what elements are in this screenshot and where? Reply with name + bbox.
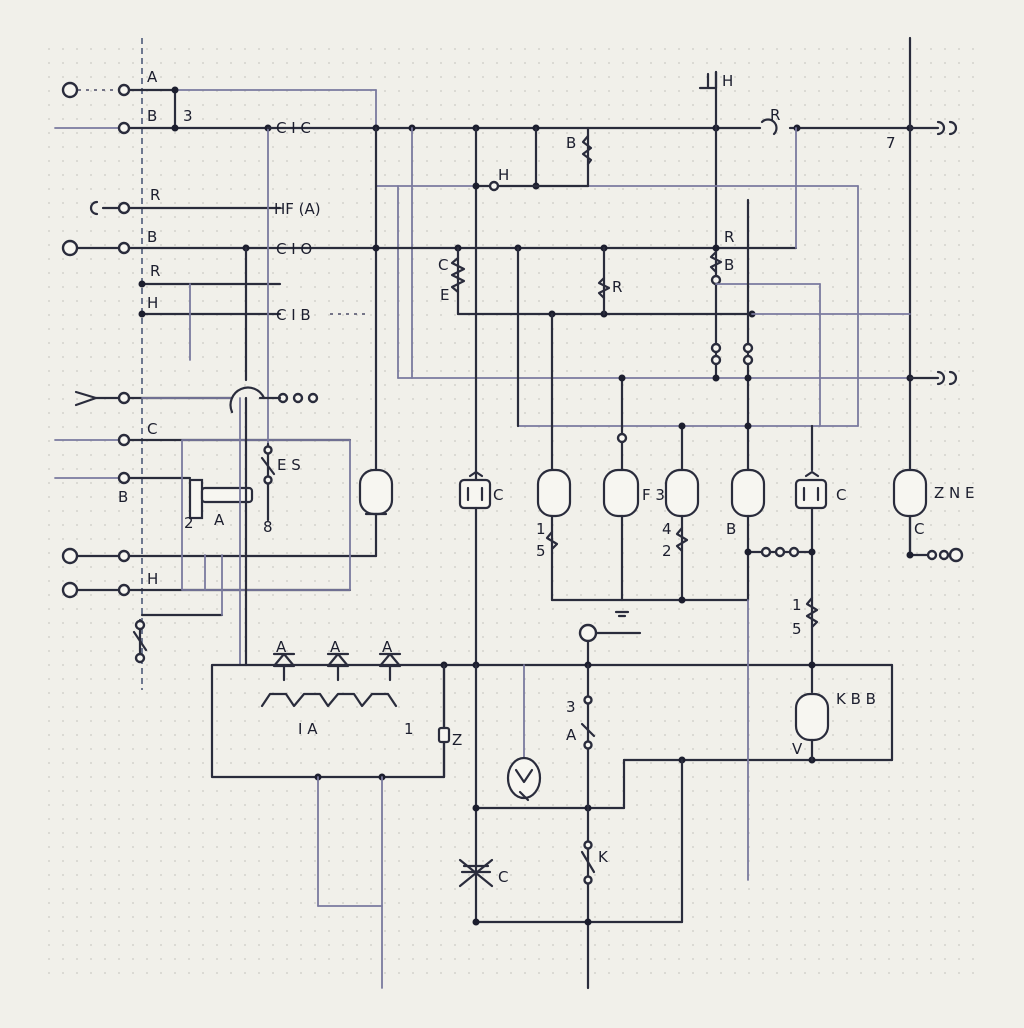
diode-3	[378, 652, 402, 682]
label-h-mid: H	[498, 166, 509, 184]
label-ia: I A	[298, 720, 318, 738]
label-r-mid: R	[612, 278, 622, 296]
label-1: 1	[536, 520, 546, 538]
label-7: 7	[886, 134, 896, 152]
diode-2	[326, 652, 350, 682]
label-h: H	[147, 294, 158, 312]
coil-5	[730, 468, 766, 602]
label-kbb: K B B	[836, 690, 876, 708]
label-r-right: R	[724, 228, 734, 246]
terminal-b2[interactable]	[61, 239, 79, 257]
label-c1c: C I C	[276, 119, 311, 137]
resistor-15-icon	[805, 596, 819, 629]
capacitor-2	[794, 470, 828, 694]
label-th: H	[722, 72, 733, 90]
label-c-cap1: C	[493, 486, 503, 504]
label-a-relay: A	[214, 511, 225, 529]
capacitor-1	[458, 470, 492, 667]
label-8: 8	[263, 518, 273, 536]
capacitor-bottom	[458, 858, 494, 888]
terminal-h[interactable]	[61, 581, 79, 599]
label-1-small: 1	[404, 720, 414, 738]
coil-3	[602, 468, 640, 602]
label-hf-a: HF (A)	[274, 200, 321, 218]
coil-kbb	[794, 692, 830, 762]
label-2: 2	[662, 542, 672, 560]
label-c-bottom: C	[498, 868, 508, 886]
label-c1b: C I B	[276, 306, 311, 324]
resistor-r-mid-icon	[597, 276, 611, 300]
output-jack-icon	[936, 120, 958, 136]
top-h-connector-icon	[698, 70, 718, 90]
label-b3: B	[118, 488, 128, 506]
label-diode-a1: A	[276, 638, 287, 656]
label-e-coil: E	[440, 286, 449, 304]
diode-1	[272, 652, 296, 682]
label-c-cap2: C	[836, 486, 846, 504]
resistor-rb-icon	[709, 250, 723, 274]
label-a: A	[147, 68, 158, 86]
label-b-right: B	[724, 256, 734, 274]
label-5b: 5	[792, 620, 802, 638]
jack-icon	[89, 200, 99, 216]
coil-4	[664, 468, 700, 602]
label-5: 5	[536, 542, 546, 560]
label-4: 4	[662, 520, 672, 538]
label-b-switch: B	[566, 134, 576, 152]
label-3-low: 3	[566, 698, 576, 716]
label-c-left: C	[147, 420, 157, 438]
label-h2: H	[147, 570, 158, 588]
coil-right	[892, 468, 928, 557]
label-v: V	[792, 740, 803, 758]
label-c10: C I O	[276, 240, 312, 258]
coil-2	[536, 468, 572, 602]
labels: A B 3 C I C R HF (A) B C I O R H C I B C…	[118, 68, 975, 886]
label-2-small: 2	[184, 514, 194, 532]
switch-b-icon	[581, 134, 593, 166]
terminal-a[interactable]	[61, 81, 79, 99]
label-diode-a2: A	[330, 638, 341, 656]
label-a-low: A	[566, 726, 577, 744]
label-3: 3	[183, 107, 193, 125]
label-b2: B	[147, 228, 157, 246]
crystal-oscillator	[506, 756, 542, 802]
coil-left	[358, 468, 394, 558]
ground-terminal[interactable]	[578, 623, 598, 643]
terminal-b[interactable]	[117, 121, 131, 135]
label-diode-a3: A	[382, 638, 393, 656]
label-z: Z	[452, 731, 462, 749]
label-es: E S	[277, 456, 301, 474]
relay-enclosure	[181, 439, 351, 591]
label-zne: Z N E	[934, 484, 975, 502]
label-c-right: C	[914, 520, 924, 538]
label-1b: 1	[792, 596, 802, 614]
label-r-top: R	[770, 106, 780, 124]
label-b-coil: B	[726, 520, 736, 538]
label-k: K	[598, 848, 609, 866]
label-c-coil: C	[438, 256, 448, 274]
label-b: B	[147, 107, 157, 125]
output-jack-2-icon	[936, 370, 958, 386]
resistor-ce-icon	[450, 256, 466, 294]
coil-winding-icon	[260, 692, 398, 708]
terminal-l1[interactable]	[61, 547, 79, 565]
label-f3: F 3	[642, 486, 665, 504]
label-r2: R	[150, 262, 160, 280]
arc-switch-icon	[229, 386, 266, 414]
label-r1: R	[150, 186, 160, 204]
